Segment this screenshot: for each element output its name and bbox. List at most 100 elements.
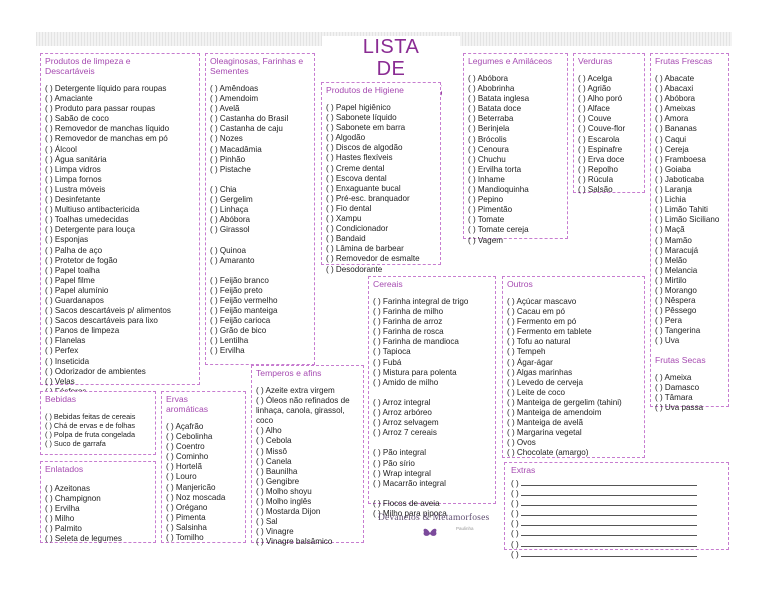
list-item: ( ) Alho	[256, 426, 361, 436]
list-item: ( ) Vinagre balsâmico	[256, 537, 361, 547]
list-item-label: ( ) Chuchu	[468, 154, 506, 164]
list-item: ( ) Removedor de manchas em pó	[45, 134, 197, 144]
list-item-label: ( ) Vinagre balsâmico	[256, 537, 333, 547]
list-item-label: ( ) Desinfetante	[45, 195, 101, 205]
logo-subtext: Paulinha	[456, 526, 474, 531]
list-item-label: ( ) Removedor de esmalte	[326, 254, 420, 264]
list-item: ( ) Batata inglesa	[468, 94, 565, 104]
list-item-label: ( ) Tomate	[468, 215, 505, 225]
list-item-label: ( ) Farinha de mandioca	[373, 337, 459, 347]
checklist: ( ) Açafrão( ) Cebolinha( ) Coentro( ) C…	[162, 422, 245, 543]
list-item: ( ) Melão	[655, 256, 726, 266]
list-item: ( ) Ameixas	[655, 104, 726, 114]
list-item-label: ( ) Pinhão	[210, 154, 246, 164]
list-item-label: ( ) Cenoura	[468, 144, 509, 154]
list-item: ( ) Arroz selvagem	[373, 418, 493, 428]
list-item: ( ) Manjericão	[166, 483, 243, 493]
list-item-label: ( ) Desodorante	[326, 264, 383, 274]
list-item-label: ( ) Ervilha torta	[468, 164, 522, 174]
list-item-label: ( ) Macadâmia	[210, 144, 262, 154]
list-item-label: ( ) Chá de ervas e de folhas	[45, 421, 136, 431]
list-item-label: ( ) Limpa fornos	[45, 174, 102, 184]
list-item-label: ( ) Flocos de aveia	[373, 498, 440, 508]
list-item: ( ) Hastes flexíveis	[326, 153, 438, 163]
list-item-label: ( ) Rúcula	[578, 174, 614, 184]
list-item: ( ) Agrião	[578, 84, 642, 94]
list-item: ( ) Cacau em pó	[507, 307, 642, 317]
list-item: ( )	[511, 550, 726, 560]
list-item-label: ( ) Arroz selvagem	[373, 418, 439, 428]
list-item-label: ( ) Melão	[655, 255, 687, 265]
list-item: ( ) Laranja	[655, 185, 726, 195]
list-item: ( ) Alho poró	[578, 94, 642, 104]
list-item-label: ( ) Ervilha	[210, 346, 245, 356]
list-item-label: ( ) Sacos descartáveis p/ alimentos	[45, 306, 171, 316]
list-item: ( ) Brócolis	[468, 135, 565, 145]
list-item: ( ) Lâmina de barbear	[326, 244, 438, 254]
list-item: ( ) Amendoim	[210, 94, 312, 104]
list-item-label: ( ) Avelã	[210, 104, 240, 114]
list-item: ( ) Lichia	[655, 195, 726, 205]
list-item: ( ) Lentilha	[210, 336, 312, 346]
list-item-label: ( ) Alface	[578, 104, 610, 114]
list-item-label: ( ) Abóbora	[210, 215, 251, 225]
list-item: ( ) Suco de garrafa	[45, 439, 153, 448]
list-item-label: ( ) Cacau em pó	[507, 307, 566, 317]
list-item: ( ) Amaranto	[210, 256, 312, 266]
list-item: ( ) Farinha de rosca	[373, 327, 493, 337]
list-item-label: ( ) Bandaid	[326, 234, 366, 244]
list-item-label: ( ) Açúcar mascavo	[507, 297, 577, 306]
list-item-label: ( ) Beterraba	[468, 114, 514, 124]
list-item-label: ( )	[511, 479, 519, 488]
list-item-label: ( ) Amêndoas	[210, 84, 259, 93]
list-item-label: ( ) Pistache	[210, 164, 251, 174]
list-item: ( ) Bebidas feitas de cereais	[45, 412, 153, 421]
list-item-label: ( ) Sabonete líquido	[326, 113, 397, 123]
list-item: ( ) Champignon	[45, 494, 153, 504]
list-item: ( ) Sacos descartáveis para lixo	[45, 316, 197, 326]
list-item: ( )	[511, 499, 726, 509]
list-item-label: ( ) Berinjela	[468, 124, 510, 134]
checklist: ( ) Ameixa( ) Damasco( ) Tâmara( ) Uva p…	[651, 373, 728, 413]
list-item-label: ( ) Xampu	[326, 214, 362, 224]
list-item: ( ) Pão sírio	[373, 459, 493, 469]
list-item-label: ( ) Flanelas	[45, 336, 86, 346]
checklist: ( ) Amêndoas( ) Amendoim( ) Avelã( ) Cas…	[206, 84, 314, 357]
list-item-label: ( ) Arroz integral	[373, 397, 431, 407]
list-item: ( )	[511, 479, 726, 489]
list-item: ( ) Desinfetante	[45, 195, 197, 205]
section-heading: Ervas aromáticas	[166, 394, 209, 414]
checklist: ( ) Azeite extra virgem( ) Óleos não ref…	[252, 386, 363, 548]
list-item: ( ) Papel higiênico	[326, 103, 438, 113]
list-item: ( ) Inseticida	[45, 357, 197, 367]
list-item-label: ( ) Papel alumínio	[45, 285, 109, 295]
list-item: ( ) Wrap integral	[373, 469, 493, 479]
list-item-label: ( ) Castanha do Brasil	[210, 114, 289, 124]
section-heading: Temperos e afins	[256, 368, 322, 378]
list-item-label: ( ) Alho poró	[578, 94, 623, 104]
list-item-label: ( ) Detergente líquido para roupas	[45, 84, 167, 93]
list-item-label: ( ) Girassol	[210, 225, 250, 235]
list-item: ( ) Fermento em pó	[507, 317, 642, 327]
list-item-label: ( ) Orégano	[166, 502, 208, 512]
list-item-label: ( ) Molho inglês	[256, 497, 312, 507]
list-item: ( ) Flocos de aveia	[373, 499, 493, 509]
list-item	[210, 235, 312, 245]
list-item-label: ( ) Maracujá	[655, 245, 699, 255]
list-item: ( ) Rúcula	[578, 175, 642, 185]
list-item-label: ( ) Lentilha	[210, 336, 249, 346]
list-item: ( ) Caqui	[655, 135, 726, 145]
list-item-label: ( ) Acelga	[578, 74, 613, 83]
list-item: ( ) Margarina vegetal	[507, 428, 642, 438]
list-item: ( ) Toalhas umedecidas	[45, 215, 197, 225]
list-item-label: ( ) Batata doce	[468, 104, 522, 114]
list-item: ( ) Álcool	[45, 145, 197, 155]
list-item: ( ) Cebola	[256, 436, 361, 446]
list-item-label: ( ) Abobrinha	[468, 84, 515, 94]
list-item: ( ) Panos de limpeza	[45, 326, 197, 336]
section-temperos: Temperos e afins ( ) Azeite extra virgem…	[251, 365, 364, 546]
list-item-label: ( ) Feijão preto	[210, 285, 263, 295]
list-item-label: ( ) Morango	[655, 285, 697, 295]
list-item-label: ( ) Louro	[166, 472, 197, 482]
list-item: ( ) Abobrinha	[468, 84, 565, 94]
